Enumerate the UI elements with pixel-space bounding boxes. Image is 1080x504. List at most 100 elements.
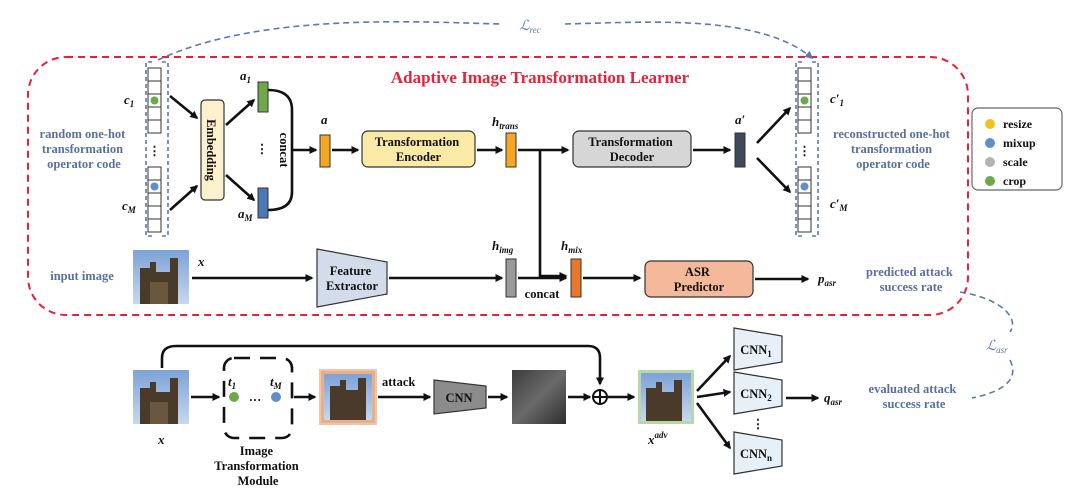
aM-vector [257,187,269,219]
arrow-htrans-to-hmix [538,150,568,280]
skip-connection [160,344,604,386]
reconstructed-code-label: reconstructed one-hot transformation ope… [833,127,953,171]
tM-mixup-dot [271,392,281,402]
bottom-x-label: x [157,432,165,447]
right-code-bracket-r [812,61,819,237]
asr-loss-arc-top [959,291,1014,333]
input-image [133,250,189,304]
decoder-label: Transformation Decoder [588,135,676,164]
arrow-aprime-to-c1prime [756,106,792,144]
mixup-dot [800,182,809,191]
rec-loss-arc-left [157,20,501,61]
tM-label: tM [270,374,283,391]
learner-title: Adaptive Image Transformation Learner [391,68,690,87]
onehot-vector-cM [147,166,162,233]
arrow-xadv-to-cnn1 [696,354,732,392]
cnn-n: CNNn [733,431,783,475]
legend-resize-label: resize [1003,117,1033,131]
cM-label: cM [122,198,137,215]
right-code-ellipsis: ⋮ [798,144,811,158]
arrow-cM-to-embedding [169,185,199,211]
learner-frame [27,56,969,316]
embedding-box [200,99,225,201]
left-code-bracket-l [145,61,152,237]
left-onehot-codes: ⋮ [145,61,169,237]
encoder-label: Transformation Encoder [375,135,463,164]
t1-label: t1 [228,374,236,391]
rec-loss-arc-right [564,21,814,59]
c1prime-label: c′1 [830,91,844,108]
xadv-label: xadv [647,430,669,447]
a-vector [319,134,331,168]
input-x-label: x [197,254,205,269]
hmix-vector [570,258,582,298]
a1-vector [257,81,269,113]
asr-loss-label: ℒasr [986,339,1008,355]
onehot-vector-c1prime [797,67,812,134]
right-code-bracket-l [795,61,802,237]
transformation-decoder-box [572,130,692,168]
arrow-xadv-to-cnn2 [696,389,732,399]
concat-label-2: concat [525,287,561,301]
legend-crop-dot [985,176,995,186]
right-onehot-codes: ⋮ [795,61,819,237]
qasr-label: qasr [824,390,843,407]
arrow-aprime-to-cMprime [756,157,792,194]
arrow-embedding-to-a1 [225,99,256,126]
hmix-label: hmix [561,238,583,255]
left-code-ellipsis: ⋮ [148,144,161,158]
arrow-embedding-to-aM [225,174,256,201]
feature-extractor-label: Feature Extractor [326,264,379,293]
cnnn-label: CNNn [740,447,772,463]
t1-crop-dot [229,392,239,402]
transformed-image [319,369,377,425]
cnn-1: CNN1 [733,327,783,371]
attack-cnn-label: CNN [445,391,472,405]
adversarial-image [638,370,694,424]
onehot-vector-cMprime [797,166,812,233]
random-code-label: random one-hot transformation operator c… [40,127,129,171]
predicted-asr-label: predicted attack success rate [866,265,956,294]
module-label: Image Transformation Module [214,444,302,488]
arrow-c1-to-embedding [169,94,199,120]
module-dots: … [249,390,262,404]
image-transformation-module [222,356,294,440]
crop-dot [800,96,809,105]
adversarial-perturbation [512,370,566,424]
crop-dot [150,96,159,105]
legend-scale-label: scale [1003,155,1028,169]
attack-cnn [433,379,487,415]
onehot-vector-c1 [147,67,162,134]
arrow-xadv-to-cnnn [695,402,732,450]
aM-label: aM [238,206,254,223]
cnn1-label: CNN1 [740,343,772,359]
htrans-label: htrans [492,114,519,131]
left-code-bracket-r [162,61,169,237]
legend-mixup-label: mixup [1003,136,1036,150]
mixup-dot [150,182,159,191]
concat-label-1: concat [277,133,291,169]
himg-vector [505,258,517,298]
attack-label: attack [382,375,415,389]
feature-extractor-box [316,248,388,308]
cnn2-label: CNN2 [740,387,772,403]
c1-label: c1 [124,92,134,109]
operator-legend: resize mixup scale crop [971,107,1063,191]
legend-mixup-dot [985,138,995,148]
aprime-vector [734,132,746,168]
a-ellipsis: ⋮ [256,142,269,156]
embedding-label: Embedding [204,119,218,182]
himg-label: himg [492,238,514,255]
rec-loss-label: ℒrec [519,19,540,35]
cnn-ellipsis: ⋮ [752,417,765,431]
asr-predictor-box [644,260,754,298]
asr-loss-arc-bottom [971,359,1014,399]
a-label: a [321,112,328,127]
legend-crop-label: crop [1003,174,1026,188]
aprime-label: a′ [735,112,746,127]
legend-resize-dot [985,119,995,129]
bottom-input-image [133,370,189,424]
input-image-label: input image [50,269,114,283]
cnn-2: CNN2 [733,371,783,415]
